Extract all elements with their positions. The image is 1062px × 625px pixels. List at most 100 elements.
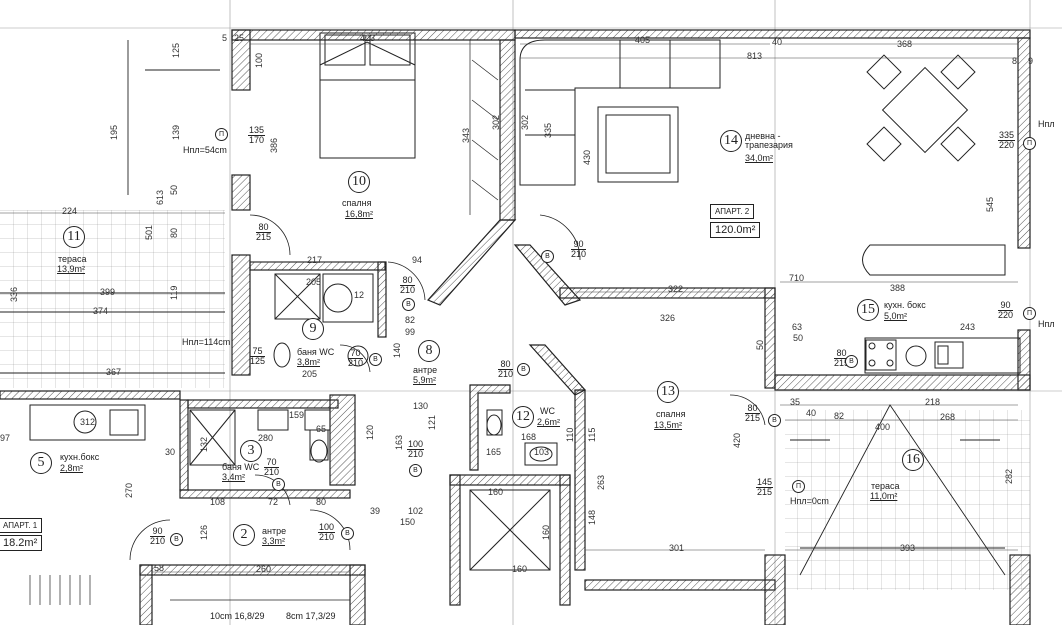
vdim-121: 121 (427, 414, 437, 430)
dim-97: 97 (0, 433, 11, 443)
apartment-1-label: АПАРТ. 1 (0, 518, 43, 533)
door-badge-d8: В (409, 464, 422, 477)
room-area-8: 5,9m² (413, 375, 437, 385)
bed-10 (319, 32, 416, 159)
room-number-2: 2 (233, 524, 255, 546)
dim-5: 5 (222, 33, 228, 43)
door-badge-d15: П (1023, 137, 1036, 150)
room-area-13: 13,5m² (654, 420, 683, 430)
dim-217: 217 (307, 255, 323, 265)
note-hnl54: Нпл=54cm (183, 145, 227, 155)
dim-65: 65 (316, 424, 327, 434)
room-name-12: WC (540, 406, 555, 416)
vdim-100: 100 (254, 52, 264, 68)
dim-58: 58 (154, 563, 165, 573)
dim-150: 150 (400, 517, 416, 527)
dim-405: 405 (635, 35, 651, 45)
dim-322: 322 (668, 284, 684, 294)
vdim-110: 110 (565, 427, 575, 442)
vdim-420: 420 (732, 432, 742, 448)
vdim-50: 50 (169, 184, 179, 195)
dim-82: 82 (405, 315, 416, 325)
note-stairs2: 8cm 17,3/29 (286, 611, 336, 621)
room-number-14: 14 (720, 130, 742, 152)
vdim-302b: 302 (520, 114, 530, 130)
door-badge-d16: П (1023, 307, 1036, 320)
stairs (29, 575, 350, 605)
door-badge-d14: П (215, 128, 228, 141)
room-name-10: спалня (342, 198, 372, 208)
vdim-140: 140 (392, 342, 402, 358)
door-badge-d9: В (541, 250, 554, 263)
dim-80: 80 (316, 497, 327, 507)
room-number-15: 15 (857, 299, 879, 321)
room-name-9: баня WC (297, 347, 335, 357)
room-name-8: антре (413, 365, 438, 375)
room-name-15: кухн. бокс (884, 300, 926, 310)
elevator (469, 489, 551, 571)
dim-168: 168 (521, 432, 537, 442)
terrace-11-floor (0, 210, 225, 388)
dim-165: 165 (486, 447, 502, 457)
dim-423: 423 (360, 33, 376, 43)
dim-710: 710 (789, 273, 805, 283)
dim-103: 103 (534, 447, 550, 457)
dim-813: 813 (747, 51, 763, 61)
door-badge-d7: В (170, 533, 183, 546)
vdim-80: 80 (169, 227, 179, 238)
vdim-160: 160 (541, 524, 551, 540)
dim-35: 35 (790, 397, 801, 407)
room-number-11: 11 (63, 226, 85, 248)
room-area-16: 11,0m² (870, 491, 898, 501)
dim-312: 312 (80, 417, 96, 427)
door-badge-d5: В (272, 478, 285, 491)
dimension-lines (0, 43, 1018, 573)
note-hnl-right2: Нпл (1038, 319, 1055, 329)
vdim-139: 139 (171, 124, 181, 140)
wc-12 (486, 409, 558, 466)
apartment-2-label: АПАРТ. 2 (710, 204, 755, 219)
dim-374: 374 (93, 306, 109, 316)
dim-99: 99 (405, 327, 416, 337)
dim-367: 367 (106, 367, 122, 377)
note-stairs: 10cm 16,8/29 (210, 611, 265, 621)
vdim-125: 125 (171, 42, 181, 58)
vdim-302a: 302 (491, 114, 501, 130)
dim-326: 326 (660, 313, 676, 323)
dim-82b: 82 (834, 411, 845, 421)
dim-8: 8 (1012, 56, 1018, 66)
wardrobe-10 (469, 40, 501, 215)
room-number-12: 12 (512, 406, 534, 428)
room-name-5: кухн.бокс (60, 452, 100, 462)
dim-160a: 160 (512, 564, 528, 574)
room-number-3: 3 (240, 440, 262, 462)
kitchen-15 (864, 337, 1021, 374)
dim-30: 30 (165, 447, 176, 457)
vdim-336: 336 (9, 286, 19, 302)
dim-50: 50 (793, 333, 804, 343)
vdim-120: 120 (365, 424, 375, 440)
door-badge-d10: В (517, 363, 530, 376)
vdim-386: 386 (269, 137, 279, 153)
room-number-13: 13 (657, 381, 679, 403)
sofa-14 (519, 39, 721, 186)
room-area-15: 5,0m² (884, 311, 908, 321)
dim-400: 400 (875, 422, 891, 432)
dim-399: 399 (100, 287, 116, 297)
room-area-3: 3,4m² (222, 472, 246, 482)
dim-40b: 40 (806, 408, 817, 418)
vdim-195: 195 (109, 124, 119, 140)
room-number-16: 16 (902, 449, 924, 471)
vdim-126: 126 (199, 524, 209, 540)
dining-table-14 (862, 54, 1006, 276)
dim-393: 393 (900, 543, 916, 553)
room-area-10: 16,8m² (345, 209, 374, 219)
room-name-2: антре (262, 526, 287, 536)
dim-268: 268 (940, 412, 956, 422)
room-name-16: тераса (871, 481, 900, 491)
